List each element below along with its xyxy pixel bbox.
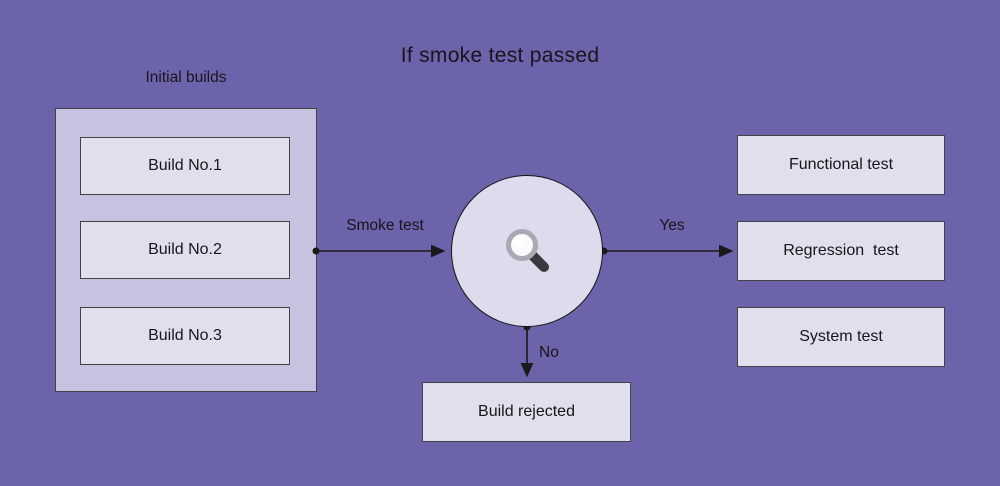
magnifier-icon (506, 229, 549, 272)
build-node-1: Build No.1 (80, 137, 290, 195)
build-node-3-label: Build No.3 (148, 327, 222, 344)
build-node-3: Build No.3 (80, 307, 290, 365)
system-test-label: System test (799, 328, 883, 345)
system-test-node: System test (737, 307, 945, 367)
diagram-title: If smoke test passed (400, 44, 600, 67)
build-node-2-label: Build No.2 (148, 241, 222, 258)
smoke-test-edge (312, 244, 446, 258)
no-edge-label: No (539, 344, 559, 361)
functional-test-label: Functional test (788, 156, 894, 173)
smoke-test-decision-node (451, 175, 603, 327)
yes-edge (600, 244, 734, 258)
smoke-test-edge-label: Smoke test (346, 217, 424, 234)
build-rejected-label: Build rejected (478, 403, 575, 420)
functional-test-node: Functional test (737, 135, 945, 195)
initial-builds-group: Build No.1 Build No.2 Build No.3 (55, 108, 317, 392)
initial-builds-label: Initial builds (145, 69, 227, 86)
build-node-2: Build No.2 (80, 221, 290, 279)
build-node-1-label: Build No.1 (148, 157, 222, 174)
regression-test-node: Regression test (737, 221, 945, 281)
no-edge (520, 323, 534, 378)
yes-edge-label: Yes (659, 217, 685, 234)
build-rejected-node: Build rejected (422, 382, 631, 442)
regression-test-label: Regression test (783, 242, 899, 259)
